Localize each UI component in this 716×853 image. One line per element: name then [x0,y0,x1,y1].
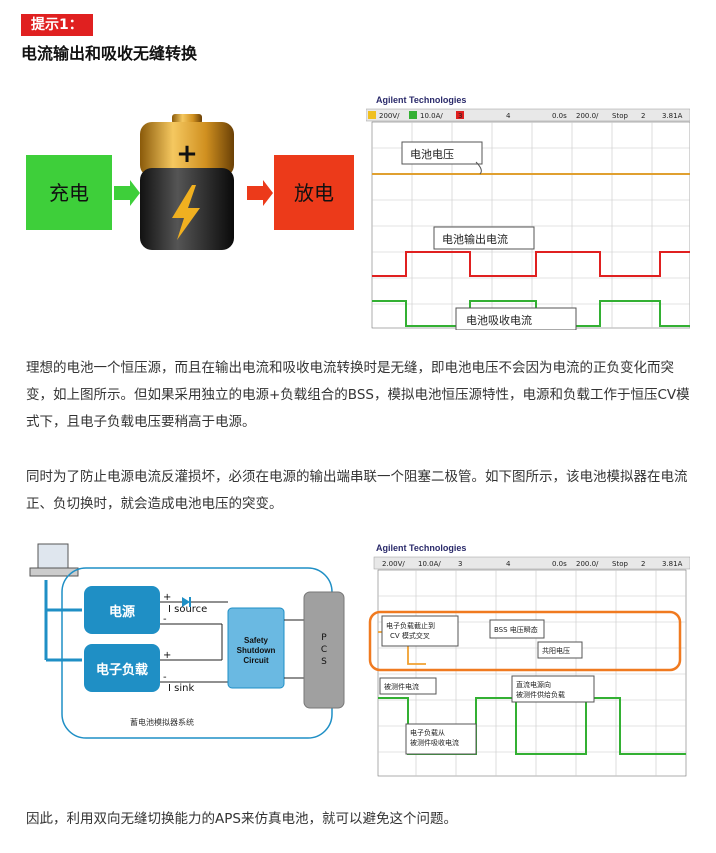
bss-block-diagram: 电源 电子负载 + - + - I source I sink Safety S… [29,543,345,739]
safety-circuit [227,607,285,689]
svg-text:S: S [321,657,327,667]
discharge-arrow [247,180,273,206]
svg-text:2: 2 [641,560,645,568]
svg-text:被测件供给负载: 被测件供给负载 [516,690,565,699]
paragraph-2: 同时为了防止电源电流反灌损坏，必须在电源的输出端串联一个阻塞二极管。如下图所示，… [26,469,688,512]
svg-text:BSS 电压瞬态: BSS 电压瞬态 [494,625,538,634]
svg-text:Circuit: Circuit [243,656,269,665]
svg-text:+: + [163,592,171,603]
sink-current-annotation: 电池吸收电流 [466,313,532,327]
svg-text:-: - [163,614,167,625]
discharge-label: 放电 [294,181,334,205]
voltage-annotation: 电池电压 [410,148,454,161]
svg-text:Shutdown: Shutdown [237,646,276,655]
svg-text:0.0s: 0.0s [552,560,567,568]
discharge-box [274,155,354,230]
charge-arrow [114,180,140,206]
load-block [84,644,160,692]
output-current-annotation: 电池输出电流 [442,232,508,246]
svg-text:C: C [321,645,327,655]
svg-text:被测件电流: 被测件电流 [384,682,419,691]
svg-text:10.0A/: 10.0A/ [418,560,441,568]
plus-icon: + [176,139,198,169]
svg-text:P: P [321,633,327,643]
battery-figure: 充电 + 放电 [26,114,354,250]
battery-terminal [172,114,202,124]
svg-text:200V/: 200V/ [379,112,400,120]
scope-figure-2: Agilent Technologies 2.00V/ 10.0A/ 3 4 0… [368,543,690,777]
svg-text:Stop: Stop [612,560,628,568]
svg-text:Safety: Safety [244,636,269,645]
highlight-box [368,610,682,672]
tip-tag: 提示1： [21,14,93,36]
charge-box [26,155,112,230]
paragraph-3: 因此，利用双向无缝切换能力的APS来仿真电池，就可以避免这个问题。 [26,811,457,827]
scope-figure-1: Agilent Technologies 200V/ 10.0A/ 3 4 0.… [366,95,690,330]
scope-status-bar [366,108,690,122]
svg-text:200.0/: 200.0/ [576,560,599,568]
svg-text:I source: I source [168,604,207,615]
svg-text:直流电源向: 直流电源向 [516,680,551,689]
output-current-trace [372,251,690,277]
diode-icon [182,597,190,607]
svg-text:2.00V/: 2.00V/ [382,560,405,568]
svg-text:电源: 电源 [109,604,135,620]
svg-text:3.81A: 3.81A [662,560,683,568]
svg-text:CV 模式交叉: CV 模式交叉 [390,631,430,640]
svg-text:-: - [163,672,167,683]
svg-text:2: 2 [641,112,645,120]
svg-text:0.0s: 0.0s [552,112,567,120]
svg-text:4: 4 [506,560,511,568]
svg-text:Stop: Stop [612,112,628,120]
scope-brand: Agilent Technologies [376,95,466,105]
svg-text:3: 3 [458,560,462,568]
lightning-icon [172,185,200,240]
svg-text:电子负载截止到: 电子负载截止到 [386,621,435,630]
svg-text:电子负载: 电子负载 [96,662,148,678]
section-title: 电流输出和吸收无缝转换 [21,44,198,63]
svg-text:+: + [163,650,171,661]
svg-text:3.81A: 3.81A [662,112,683,120]
svg-text:Agilent Technologies: Agilent Technologies [376,543,466,553]
charge-label: 充电 [49,181,89,205]
pcs-block [303,591,345,709]
svg-text:10.0A/: 10.0A/ [420,112,443,120]
svg-text:200.0/: 200.0/ [576,112,599,120]
battery-top [140,122,234,177]
svg-text:I sink: I sink [168,683,194,694]
svg-text:电子负载从: 电子负载从 [410,728,445,737]
system-caption: 蓄电池模拟器系统 [130,717,194,727]
computer-icon [37,543,69,569]
svg-text:共阳电压: 共阳电压 [542,646,570,655]
paragraph-1: 理想的电池一个恒压源，而且在输出电流和吸收电流转换时是无缝，即电池电压不会因为电… [26,360,690,430]
power-block [84,586,160,634]
svg-text:3: 3 [458,112,462,120]
svg-text:被测件吸收电流: 被测件吸收电流 [410,738,459,747]
svg-text:4: 4 [506,112,511,120]
